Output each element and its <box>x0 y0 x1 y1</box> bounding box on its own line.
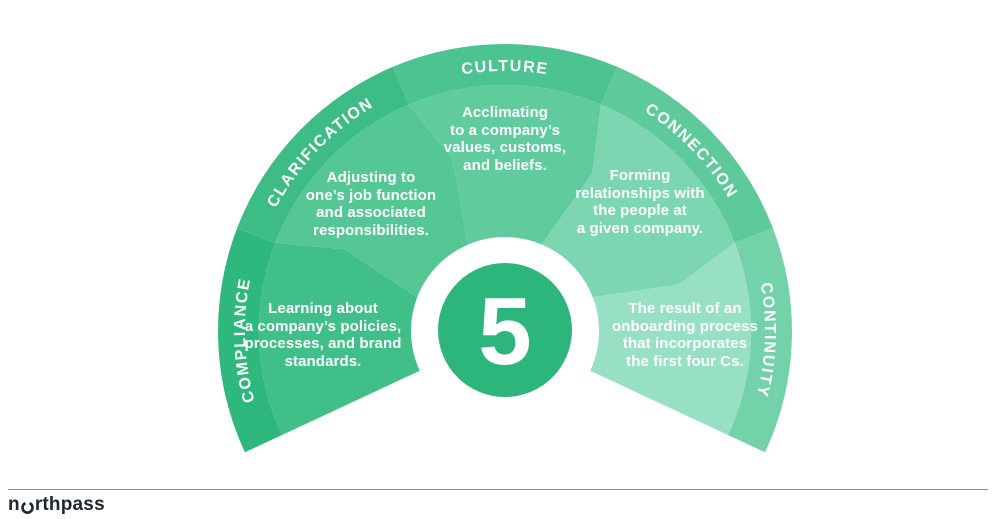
segment-continuity <box>590 228 792 453</box>
segment-description-compliance: Learning about a company’s policies, pro… <box>244 300 402 370</box>
segment-panel-culture <box>408 85 602 245</box>
five-cs-infographic: COMPLIANCE CLARIFICATION CULTURE CONNECT… <box>218 44 792 453</box>
segment-label-culture: CULTURE <box>460 58 549 78</box>
segment-description-connection: Forming relationships with the people at… <box>575 167 705 237</box>
footer: n rthpass <box>0 470 1000 519</box>
segment-description-continuity: The result of an onboarding process that… <box>612 300 758 370</box>
segment-band-culture <box>392 44 618 105</box>
segment-band-continuity <box>728 228 792 453</box>
segment-band-compliance <box>218 228 282 453</box>
segment-panel-clarification <box>275 104 469 298</box>
segment-culture <box>392 44 618 245</box>
segment-description-culture: Acclimating to a company’s values, custo… <box>443 104 567 174</box>
center-number: 5 <box>478 278 531 385</box>
segment-compliance <box>218 228 420 453</box>
segment-panel-connection <box>541 104 735 298</box>
segment-panel-continuity <box>590 242 752 435</box>
segment-band-clarification <box>237 66 409 243</box>
segment-connection <box>541 66 773 298</box>
segment-band-connection <box>601 66 773 243</box>
center-circle <box>438 263 572 397</box>
footer-divider <box>8 489 988 490</box>
segment-clarification <box>237 66 469 298</box>
northpass-logo-o-icon <box>21 498 34 514</box>
logo-text-suffix: rthpass <box>34 494 105 515</box>
northpass-logo: n rthpass <box>8 494 105 516</box>
segment-description-clarification: Adjusting to one’s job function and asso… <box>305 169 437 239</box>
segment-panel-compliance <box>258 242 420 435</box>
fan-diagram: COMPLIANCE CLARIFICATION CULTURE CONNECT… <box>218 44 792 453</box>
logo-text-prefix: n <box>8 494 20 515</box>
